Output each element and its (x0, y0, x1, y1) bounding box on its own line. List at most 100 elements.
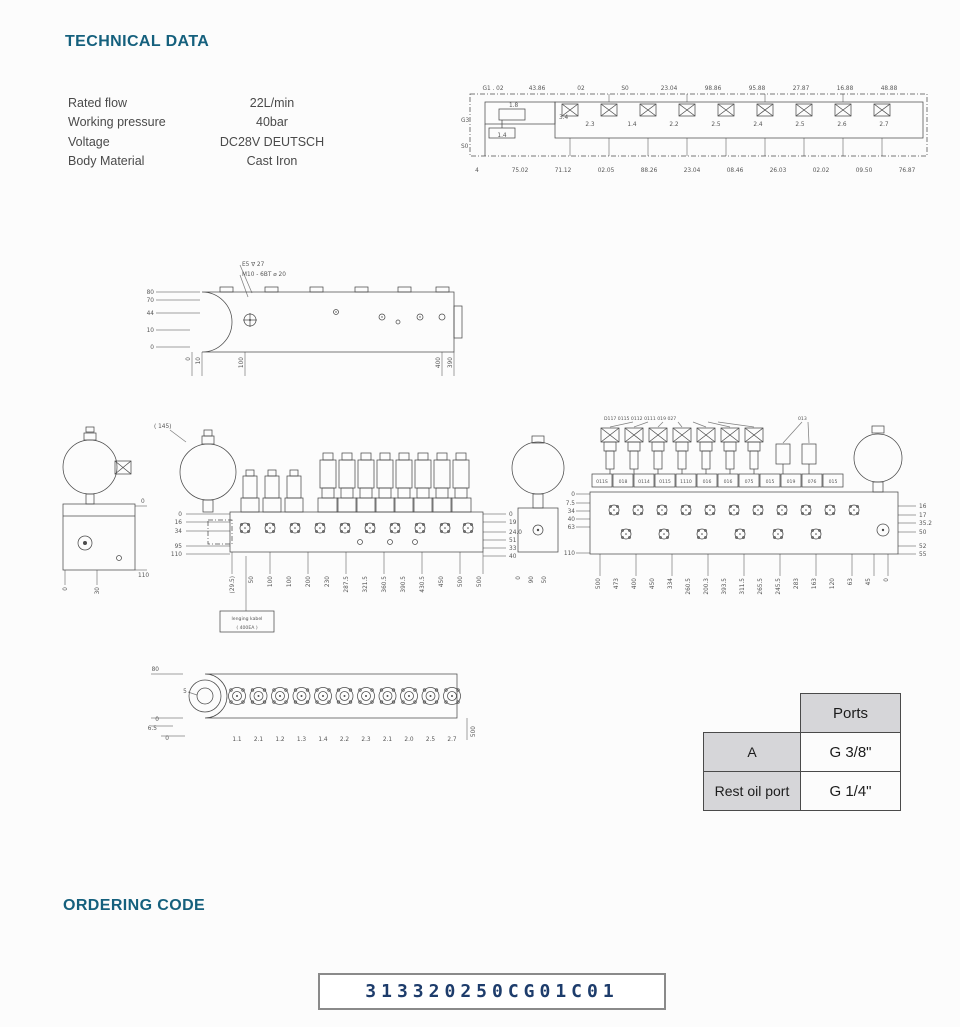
svg-text:44: 44 (147, 311, 155, 317)
svg-text:27.87: 27.87 (793, 86, 810, 92)
right-dims: 16 17 35.2 50 52 55 (919, 504, 932, 558)
ports-table-row: Rest oil port G 1/4" (703, 771, 901, 811)
svg-text:0: 0 (63, 587, 69, 591)
svg-text:35.2: 35.2 (919, 521, 932, 527)
svg-text:110: 110 (564, 551, 575, 557)
spec-label: Body Material (68, 154, 145, 169)
svg-text:80: 80 (147, 290, 155, 296)
accumulator-sphere (179, 429, 237, 513)
svg-text:283: 283 (794, 578, 800, 589)
svg-text:7.5: 7.5 (566, 501, 576, 507)
svg-text:19: 19 (509, 520, 517, 526)
svg-text:2.4: 2.4 (753, 122, 763, 128)
svg-text:26.03: 26.03 (770, 168, 787, 174)
svg-text:450: 450 (439, 576, 445, 587)
right-accumulator (511, 435, 565, 553)
svg-text:311.5: 311.5 (740, 578, 746, 595)
svg-text:400: 400 (632, 578, 638, 589)
svg-text:334: 334 (668, 578, 674, 589)
dim-label: S0 (461, 144, 469, 150)
solenoid-valves (600, 427, 817, 474)
svg-text:2.7: 2.7 (879, 122, 889, 128)
svg-text:360.5: 360.5 (382, 576, 388, 593)
ports-table: Ports A G 3/8" Rest oil port G 1/4" (703, 693, 901, 811)
svg-text:23.04: 23.04 (684, 168, 701, 174)
ordering-code-heading: ORDERING CODE (63, 897, 206, 914)
dim-label: G3 (461, 118, 469, 124)
svg-text:2.3: 2.3 (361, 737, 371, 743)
svg-text:34: 34 (568, 509, 576, 515)
dimension-ticks (569, 94, 883, 156)
svg-text:0: 0 (509, 512, 513, 518)
svg-text:321.5: 321.5 (363, 576, 369, 593)
svg-text:51: 51 (509, 538, 517, 544)
svg-text:88.26: 88.26 (641, 168, 658, 174)
svg-text:2.1: 2.1 (383, 737, 393, 743)
svg-text:2.2: 2.2 (340, 737, 350, 743)
svg-text:110: 110 (138, 573, 149, 579)
svg-text:2.5: 2.5 (795, 122, 805, 128)
svg-text:011S: 011S (596, 479, 608, 485)
svg-text:80: 80 (152, 667, 160, 673)
svg-text:015: 015 (766, 479, 775, 485)
solenoid-valves (240, 452, 472, 513)
manifold-body (201, 286, 463, 353)
svg-text:100: 100 (287, 576, 293, 587)
svg-text:50: 50 (249, 576, 255, 584)
svg-text:076: 076 (808, 479, 817, 485)
svg-text:393.5: 393.5 (722, 578, 728, 595)
port-row-value: G 1/4" (800, 771, 901, 811)
svg-text:4: 4 (475, 168, 479, 174)
svg-text:100: 100 (268, 576, 274, 587)
svg-text:265.5: 265.5 (758, 578, 764, 595)
svg-text:02: 02 (577, 86, 585, 92)
svg-text:2.3: 2.3 (585, 122, 595, 128)
dimension-lines (151, 673, 468, 740)
svg-text:2.7: 2.7 (447, 737, 457, 743)
ports-table-header-row: Ports (704, 693, 901, 733)
left-dims: 80 70 44 10 0 (147, 290, 155, 351)
svg-text:0: 0 (186, 357, 192, 361)
svg-text:0: 0 (155, 717, 159, 723)
spec-label: Working pressure (68, 115, 166, 130)
dim-label: 3.4 (559, 115, 569, 121)
svg-text:1.3: 1.3 (297, 737, 307, 743)
svg-text:2.1: 2.1 (254, 737, 264, 743)
spec-row: Body Material Cast Iron (68, 152, 368, 172)
ports (608, 504, 890, 540)
dim-label: 5 (183, 689, 187, 695)
svg-text:200: 200 (306, 576, 312, 587)
svg-text:09.50: 09.50 (856, 168, 873, 174)
svg-text:48.88: 48.88 (881, 86, 898, 92)
right-dims: 0 19 24.0 51 33 40 (509, 512, 522, 560)
thread-note: E5 ∇ 27 (242, 262, 265, 268)
svg-text:0: 0 (150, 345, 154, 351)
svg-text:2.5: 2.5 (711, 122, 721, 128)
svg-text:40: 40 (568, 517, 576, 523)
spec-value: 40bar (256, 115, 288, 130)
svg-text:390.5: 390.5 (401, 576, 407, 593)
svg-text:17: 17 (919, 513, 927, 519)
svg-text:018: 018 (619, 479, 628, 485)
dim-label: 500 (471, 726, 477, 737)
svg-text:500: 500 (477, 576, 483, 587)
svg-text:40: 40 (509, 554, 517, 560)
svg-text:50: 50 (542, 576, 548, 584)
svg-text:16: 16 (919, 504, 927, 510)
accumulator-end-view-drawing: 0 110 0 30 (45, 415, 155, 610)
svg-text:( 400EA ): ( 400EA ) (236, 625, 258, 631)
svg-text:33: 33 (509, 546, 517, 552)
dimension-lines (169, 429, 506, 611)
svg-text:lenging kabel: lenging kabel (232, 616, 263, 622)
svg-text:2.0: 2.0 (404, 737, 414, 743)
svg-text:163: 163 (812, 578, 818, 589)
svg-text:287.5: 287.5 (344, 576, 350, 593)
svg-text:16.88: 16.88 (837, 86, 854, 92)
svg-text:2.6: 2.6 (837, 122, 847, 128)
